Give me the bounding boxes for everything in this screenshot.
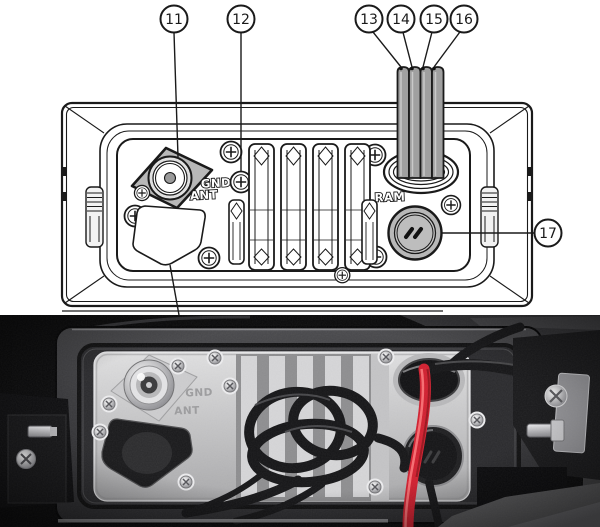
callout-circle <box>354 4 384 34</box>
antenna-connector <box>130 146 351 284</box>
callout-16: 16 <box>449 4 479 34</box>
accessory-cable-3 <box>419 66 433 179</box>
heat-sink-fins <box>228 143 378 271</box>
fin-short <box>361 199 378 265</box>
ram-cap-chevron-icon <box>404 227 423 239</box>
ram-label: RAM <box>374 189 405 204</box>
leader-11 <box>173 32 179 158</box>
flange-screw-icon <box>133 184 151 202</box>
callout-circle <box>159 4 189 34</box>
callout-number: 16 <box>455 12 473 28</box>
callout-number: 17 <box>539 226 557 242</box>
ram-connector <box>387 205 443 261</box>
fin <box>248 143 275 271</box>
edge-clip <box>528 167 533 176</box>
callout-circle <box>419 4 449 34</box>
side-rib-left <box>85 186 104 248</box>
callout-number: 13 <box>360 12 378 28</box>
edge-clip <box>528 192 533 201</box>
accessory-cable-2 <box>408 66 422 179</box>
blank-plug <box>132 205 206 266</box>
cable-highlights <box>400 72 437 176</box>
leader-lines <box>169 30 535 316</box>
edge-clip <box>61 167 66 176</box>
callout-circle <box>449 4 479 34</box>
leader-blank-plug <box>169 264 180 316</box>
screw-icon <box>440 194 462 216</box>
accessory-cable-4 <box>431 66 445 179</box>
corner-chamfer-lines <box>64 105 530 304</box>
callout-circle <box>226 4 256 34</box>
diagram-rear-panel: GND ANT RAM <box>60 4 563 316</box>
side-rib-right <box>480 186 499 248</box>
callout-number: 12 <box>232 12 250 28</box>
leader-15 <box>422 31 433 68</box>
callout-13: 13 <box>354 4 384 34</box>
leader-14 <box>402 32 413 68</box>
callout-14: 14 <box>386 4 416 34</box>
callout-number: 15 <box>425 12 443 28</box>
accessory-cable-1 <box>396 66 410 179</box>
callout-number: 14 <box>392 12 410 28</box>
callout-11: 11 <box>159 4 189 34</box>
gnd-label: GND <box>201 175 232 191</box>
fin <box>312 143 339 271</box>
leader-16 <box>433 30 462 68</box>
callout-12: 12 <box>226 4 256 34</box>
fin <box>280 143 307 271</box>
ant-label: ANT <box>190 187 219 202</box>
callout-17: 17 <box>533 218 563 248</box>
photo-vignette <box>0 315 600 527</box>
screw-icon <box>219 140 243 164</box>
photo-rear-panel: GND ANT <box>0 315 600 527</box>
fin-short <box>228 199 245 265</box>
callout-circle <box>533 218 563 248</box>
screw-icon <box>197 246 221 270</box>
callout-circle <box>386 4 416 34</box>
antenna-center-pin <box>163 171 177 185</box>
edge-clip <box>61 192 66 201</box>
leader-13 <box>371 30 402 68</box>
callout-15: 15 <box>419 4 449 34</box>
callout-number: 11 <box>165 12 183 28</box>
cable-bundle <box>396 66 445 179</box>
